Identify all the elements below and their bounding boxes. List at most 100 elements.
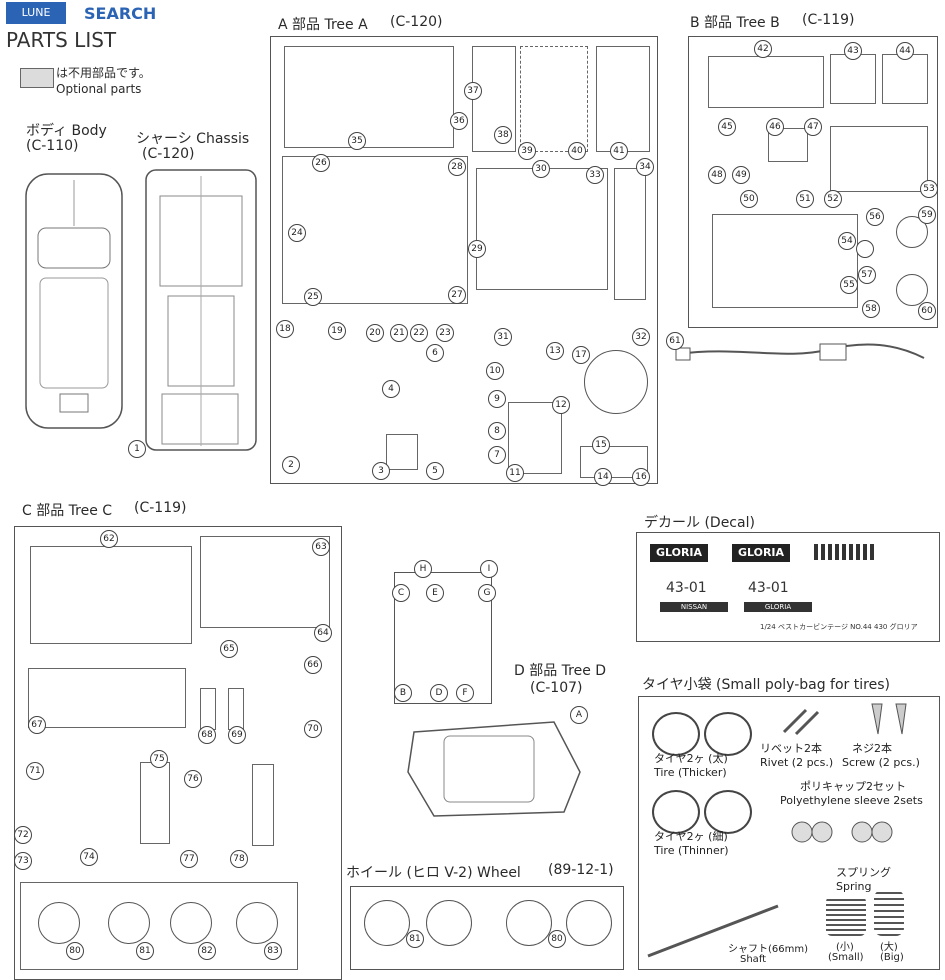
part-number: 48 [708, 166, 726, 184]
tree-d-letter: F [456, 684, 474, 702]
tree-d-letter: H [414, 560, 432, 578]
part-number: 68 [198, 726, 216, 744]
wheel-hiro-1 [364, 900, 410, 946]
part-number: 81 [406, 930, 424, 948]
part-number: 82 [198, 942, 216, 960]
chassis-code: (C-120) [142, 146, 195, 162]
part-number: 34 [636, 158, 654, 176]
wheel-label: ホイール (ヒロ V-2) Wheel [346, 865, 521, 881]
part-number: 83 [264, 942, 282, 960]
part-number: 11 [506, 464, 524, 482]
part-number: 64 [314, 624, 332, 642]
part-number: 60 [918, 302, 936, 320]
wheel-sprue [350, 886, 624, 970]
seat-set-part-35 [284, 46, 454, 148]
part-number: 50 [740, 190, 758, 208]
part-group-3-grey [386, 434, 418, 470]
body-code: (C-110) [26, 138, 79, 154]
tire-thin-1 [652, 790, 700, 834]
floor-panel-30 [476, 168, 608, 290]
spring-en: Spring [836, 880, 872, 893]
chassis-part [142, 166, 260, 456]
part-number: 67 [28, 716, 46, 734]
spring-jp: スプリング [836, 866, 891, 879]
poly-jp: ポリキャップ2セット [800, 780, 906, 793]
part-number: 6 [426, 344, 444, 362]
part-number: 36 [450, 112, 468, 130]
tire-thin-2 [704, 790, 752, 834]
wheel-83 [236, 902, 278, 944]
part-number: 72 [14, 826, 32, 844]
tree-c-code: (C-119) [134, 500, 187, 516]
wheel-hiro-2 [426, 900, 472, 946]
tire-thick-en: Tire (Thicker) [654, 766, 727, 779]
part-number: 14 [594, 468, 612, 486]
part-69 [228, 688, 244, 730]
tire-thick-1 [652, 712, 700, 756]
part-number: 65 [220, 640, 238, 658]
tree-a-code: (C-120) [390, 14, 443, 30]
part-number: 80 [66, 942, 84, 960]
seat-63-grey [200, 536, 330, 628]
part-group-11-12-grey [508, 402, 562, 474]
spring-small-en: (Small) [828, 952, 864, 963]
part-number: 5 [426, 462, 444, 480]
part-number: 8 [488, 422, 506, 440]
part-number: 39 [518, 142, 536, 160]
part-number: 19 [328, 322, 346, 340]
part-number: 27 [448, 286, 466, 304]
part-number: 16 [632, 468, 650, 486]
part-68 [200, 688, 216, 730]
spring-big-jp: (大) [880, 942, 898, 953]
part-number: 24 [288, 224, 306, 242]
part-number: 9 [488, 390, 506, 408]
part-number: 4 [382, 380, 400, 398]
tree-d-sprue [394, 572, 492, 704]
tree-d-letter: D [430, 684, 448, 702]
tire-thin-en: Tire (Thinner) [654, 844, 729, 857]
shaft-en: Shaft [740, 954, 767, 965]
part-number: 31 [494, 328, 512, 346]
part-number: 29 [468, 240, 486, 258]
tires-bag-frame [638, 696, 940, 970]
decal-label: デカール (Decal) [644, 515, 755, 531]
part-number: 13 [546, 342, 564, 360]
wheel-82 [170, 902, 212, 944]
part-number: 78 [230, 850, 248, 868]
part-number: 52 [824, 190, 842, 208]
brand-logo-fragment: LUNE [6, 2, 66, 24]
part-number: 37 [464, 82, 482, 100]
part-number: 28 [448, 158, 466, 176]
chassis-label: シャーシ Chassis [136, 131, 250, 147]
part-number: 35 [348, 132, 366, 150]
dashboard-67 [28, 668, 186, 728]
tires-bag-label: タイヤ小袋 (Small poly-bag for tires) [642, 677, 890, 693]
part-39-40-frame [520, 46, 588, 152]
part-number: 2 [282, 456, 300, 474]
decal-plate-1: 43-01 [666, 580, 707, 596]
spring-small-jp: (小) [836, 942, 854, 953]
poly-sleeve-icon [782, 810, 902, 850]
part-number [856, 240, 874, 258]
decal-plate-2: 43-01 [748, 580, 789, 596]
decal-pattern [814, 544, 874, 560]
wheel-hiro-3 [506, 900, 552, 946]
decal-strip-1: NISSAN [660, 602, 728, 612]
part-number: 69 [228, 726, 246, 744]
optional-legend-en: Optional parts [56, 82, 142, 96]
part-number: 12 [552, 396, 570, 414]
part-number: 62 [100, 530, 118, 548]
tree-d-letter: E [426, 584, 444, 602]
part-number: 81 [136, 942, 154, 960]
wheel-part-17 [584, 350, 648, 414]
part-42 [708, 56, 824, 108]
part-number: 63 [312, 538, 330, 556]
part-number: 3 [372, 462, 390, 480]
tree-d-letter: C [392, 584, 410, 602]
part-number: 44 [896, 42, 914, 60]
tree-a-sprue [270, 36, 658, 484]
wheel-80 [38, 902, 80, 944]
wheel-81 [108, 902, 150, 944]
optional-legend-jp: は不用部品です。 [56, 66, 151, 80]
dashboard-54-55 [712, 214, 858, 308]
